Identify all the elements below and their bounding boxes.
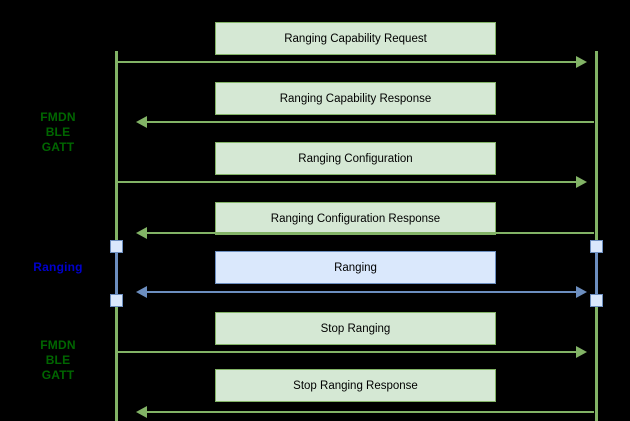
arrow-head-right-icon xyxy=(576,176,587,188)
activation-start-box-right xyxy=(590,240,603,253)
activation-end-box-right xyxy=(590,294,603,307)
message-arrow-line-ranging xyxy=(147,291,577,293)
message-box-ranging: Ranging xyxy=(215,251,496,284)
message-box-ranging-capability-request: Ranging Capability Request xyxy=(215,22,496,55)
arrow-head-left-icon xyxy=(136,406,147,418)
message-box-ranging-capability-response: Ranging Capability Response xyxy=(215,82,496,115)
message-box-stop-ranging: Stop Ranging xyxy=(215,312,496,345)
phase-label-ranging: Ranging xyxy=(33,260,83,274)
message-arrow-line-ranging-capability-response xyxy=(147,121,594,123)
arrow-head-right-icon xyxy=(576,56,587,68)
message-box-ranging-configuration-response: Ranging Configuration Response xyxy=(215,202,496,235)
arrow-head-right-icon xyxy=(576,286,587,298)
arrow-head-left-icon xyxy=(136,116,147,128)
message-arrow-line-ranging-capability-request xyxy=(117,61,577,63)
message-box-ranging-configuration: Ranging Configuration xyxy=(215,142,496,175)
activation-bar-left xyxy=(115,246,118,300)
message-arrow-line-stop-ranging-response xyxy=(147,411,594,413)
left-lifeline xyxy=(115,51,118,421)
phase-label-fmdn-ble-gatt-top: FMDN BLE GATT xyxy=(40,110,76,154)
message-arrow-line-ranging-configuration xyxy=(117,181,577,183)
message-box-stop-ranging-response: Stop Ranging Response xyxy=(215,369,496,402)
arrow-head-left-icon xyxy=(136,286,147,298)
activation-end-box-left xyxy=(110,294,123,307)
activation-bar-right xyxy=(595,246,598,300)
phase-label-fmdn-ble-gatt-bottom: FMDN BLE GATT xyxy=(40,338,76,382)
arrow-head-left-icon xyxy=(136,227,147,239)
message-arrow-line-ranging-configuration-response xyxy=(147,232,594,234)
arrow-head-right-icon xyxy=(576,346,587,358)
activation-start-box-left xyxy=(110,240,123,253)
right-lifeline xyxy=(595,51,598,421)
message-arrow-line-stop-ranging xyxy=(117,351,577,353)
